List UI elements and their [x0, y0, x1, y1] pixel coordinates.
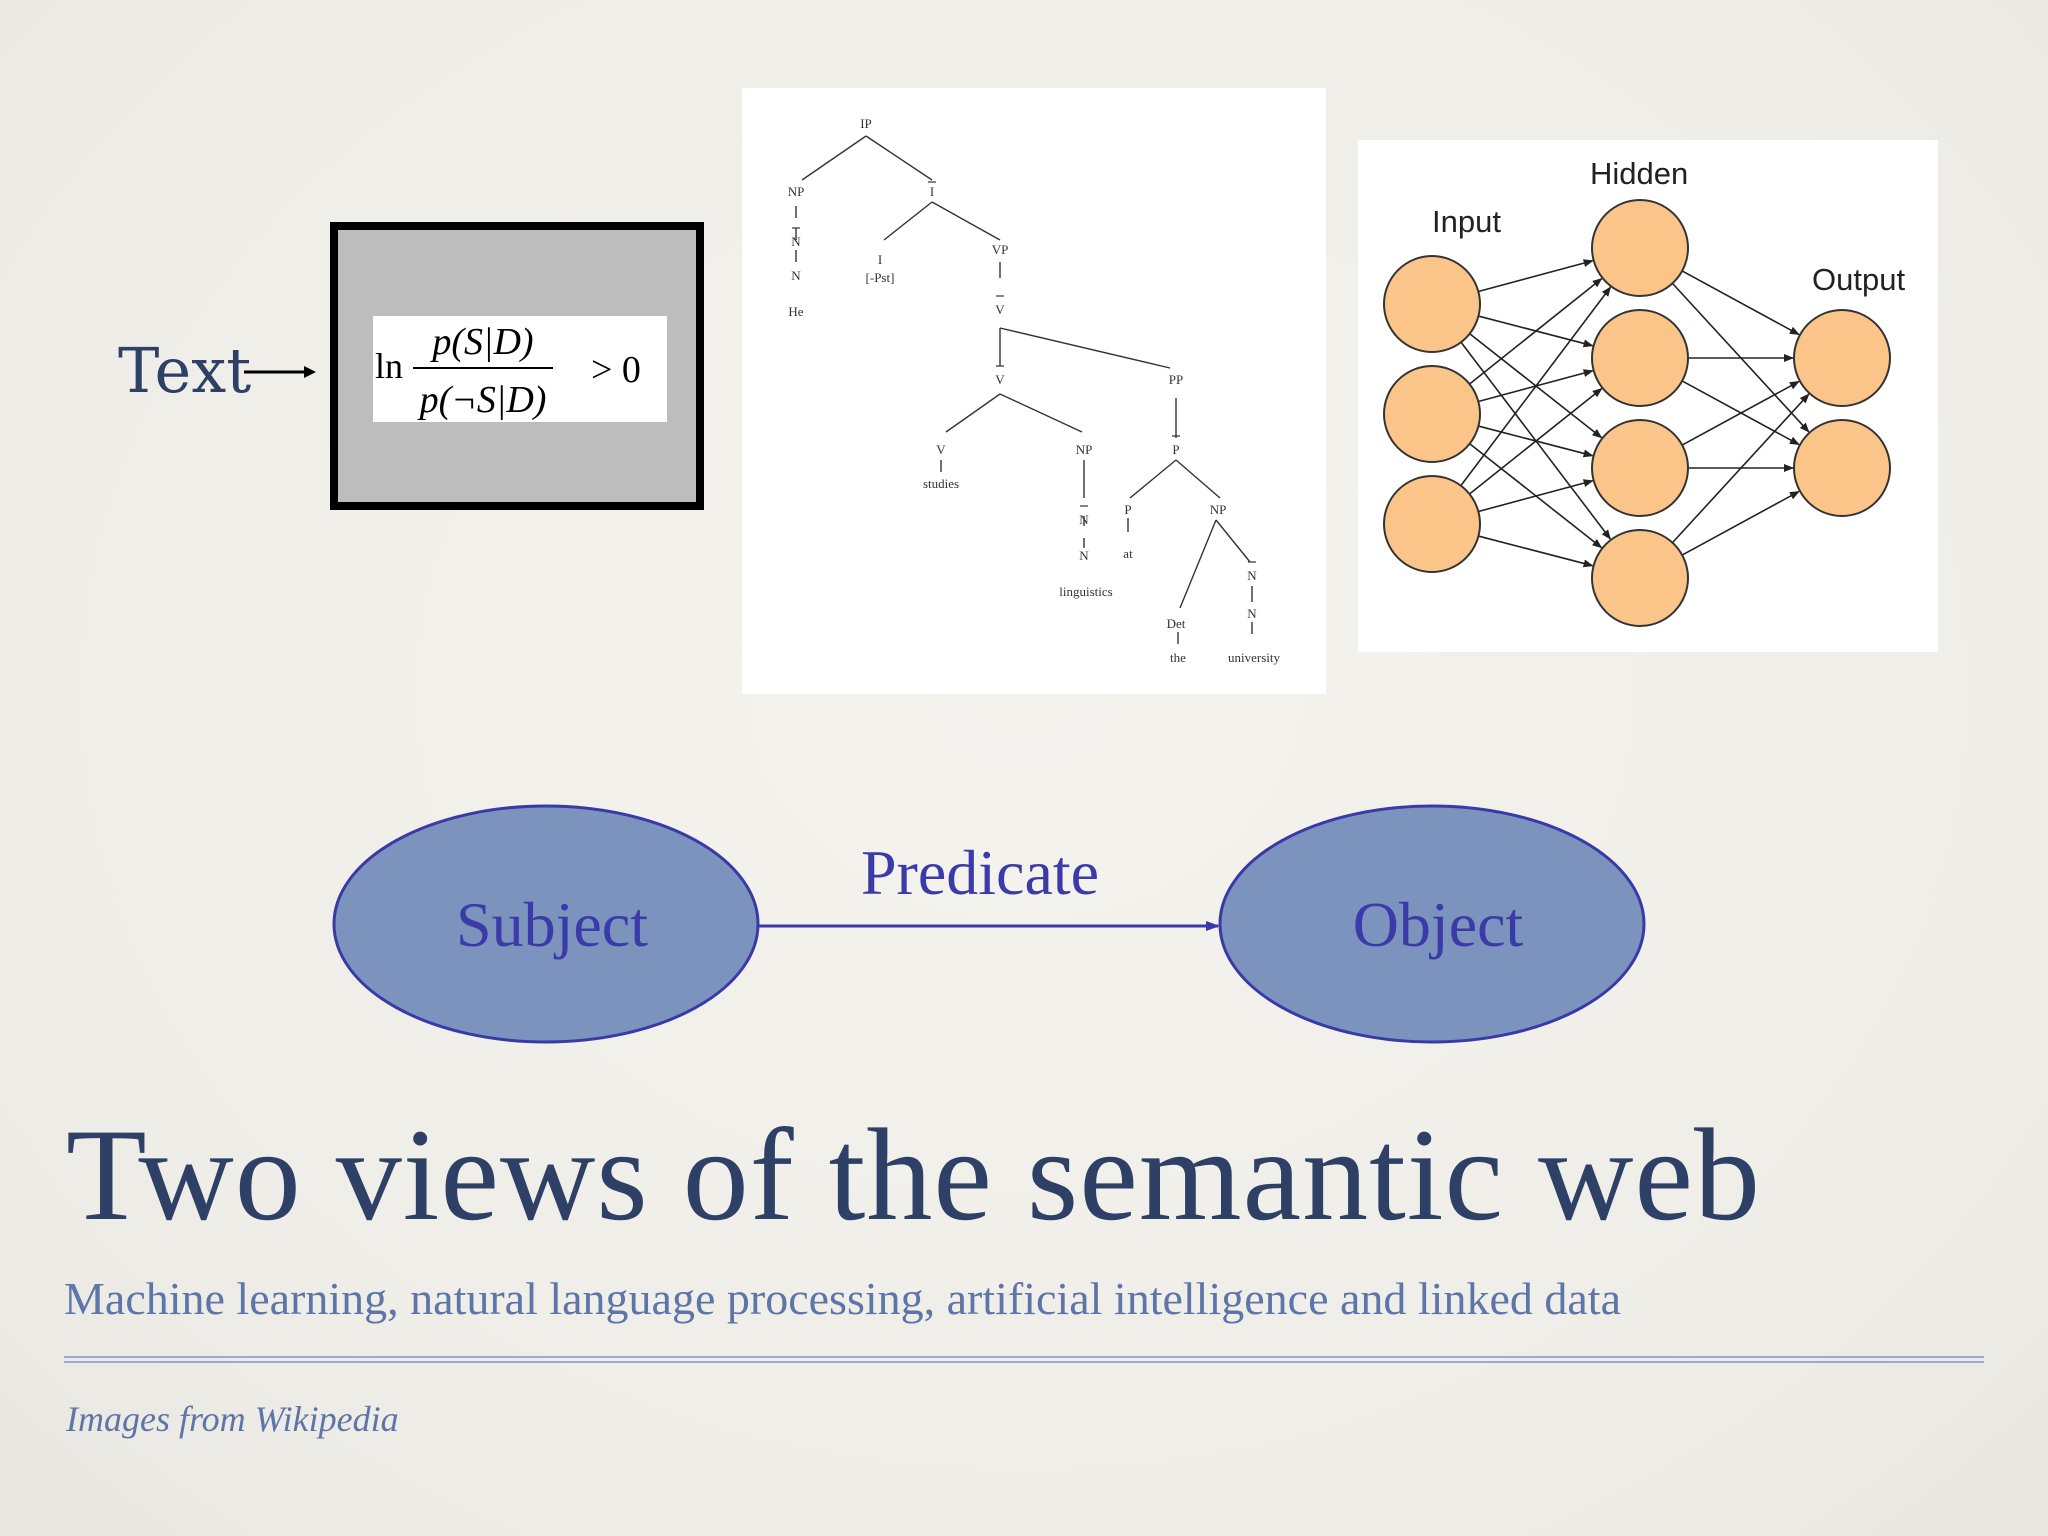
divider: [64, 1356, 1984, 1363]
tree-node: I: [930, 184, 934, 199]
tree-node: N: [791, 234, 801, 249]
tree-node: N: [1079, 512, 1089, 527]
subject-label: Subject: [456, 889, 648, 960]
input-layer-label: Input: [1432, 204, 1501, 239]
hidden-node: [1591, 419, 1689, 517]
slide-subtitle: Machine learning, natural language proce…: [64, 1273, 1621, 1324]
nn-connection: [1681, 380, 1800, 446]
nn-connection: [1671, 393, 1810, 544]
tree-node: NP: [1076, 442, 1093, 457]
tree-node: VP: [992, 242, 1009, 257]
hidden-node: [1591, 309, 1689, 407]
formula-panel: ln p(S|D) p(¬S|D) > 0: [373, 316, 667, 422]
tree-node: NP: [788, 184, 805, 199]
image-credit: Images from Wikipedia: [66, 1399, 399, 1439]
input-node: [1383, 365, 1481, 463]
input-node: [1383, 255, 1481, 353]
hidden-layer-label: Hidden: [1590, 156, 1688, 191]
tree-node: PP: [1169, 372, 1183, 387]
nn-connection: [1460, 286, 1612, 487]
subject-node: [332, 804, 760, 1044]
tree-node: V: [995, 302, 1005, 317]
tree-node: Det: [1167, 616, 1186, 631]
formula-ln: ln: [375, 346, 403, 386]
tree-node: IP: [860, 116, 872, 131]
tree-node: university: [1228, 650, 1280, 665]
text-label: Text: [118, 334, 252, 407]
formula-denominator: p(¬S|D): [417, 379, 547, 421]
output-node: [1793, 309, 1891, 407]
parse-tree-image: IP NP N N He I I [-Pst] VP V V V studies…: [742, 88, 1326, 694]
parse-tree: IP NP N N He I I [-Pst] VP V V V studies…: [788, 116, 1281, 665]
object-label: Object: [1353, 889, 1524, 960]
nn-connection: [1478, 479, 1594, 513]
tree-node: studies: [923, 476, 959, 491]
formula-numerator: p(S|D): [429, 321, 533, 363]
nn-connection: [1469, 277, 1603, 385]
predicate-label: Predicate: [861, 837, 1099, 908]
formula-comparison: > 0: [591, 349, 641, 391]
tree-node: V: [936, 442, 946, 457]
formula-image: ln p(S|D) p(¬S|D) > 0: [330, 222, 704, 510]
tree-node: V: [995, 372, 1005, 387]
nn-connection: [1478, 259, 1594, 293]
hidden-node: [1591, 529, 1689, 627]
nn-connection: [1681, 490, 1800, 556]
slide-title: Two views of the semantic web: [66, 1101, 1761, 1248]
tree-node: He: [788, 304, 803, 319]
tree-node: I: [878, 252, 882, 267]
tree-node: [-Pst]: [866, 270, 895, 285]
output-node: [1793, 419, 1891, 517]
neural-network: Input Hidden Output: [1383, 156, 1905, 627]
input-node: [1383, 475, 1481, 573]
tree-node: N: [1079, 548, 1089, 563]
tree-node: N: [1247, 606, 1257, 621]
output-layer-label: Output: [1812, 262, 1905, 297]
tree-node: the: [1170, 650, 1186, 665]
tree-node: N: [791, 268, 801, 283]
hidden-node: [1591, 199, 1689, 297]
tree-node: N: [1247, 568, 1257, 583]
nn-connection: [1469, 387, 1603, 495]
nn-connection: [1478, 535, 1594, 568]
neural-network-image: Input Hidden Output: [1358, 140, 1938, 652]
tree-node: at: [1123, 546, 1133, 561]
tree-node: P: [1124, 502, 1131, 517]
text-arrow: [244, 366, 316, 378]
object-node: [1218, 804, 1646, 1044]
rdf-triple-diagram: Subject Object Predicate: [332, 804, 1646, 1044]
tree-node: linguistics: [1059, 584, 1112, 599]
tree-node: P: [1172, 442, 1179, 457]
nn-connection: [1681, 270, 1800, 336]
tree-node: NP: [1210, 502, 1227, 517]
